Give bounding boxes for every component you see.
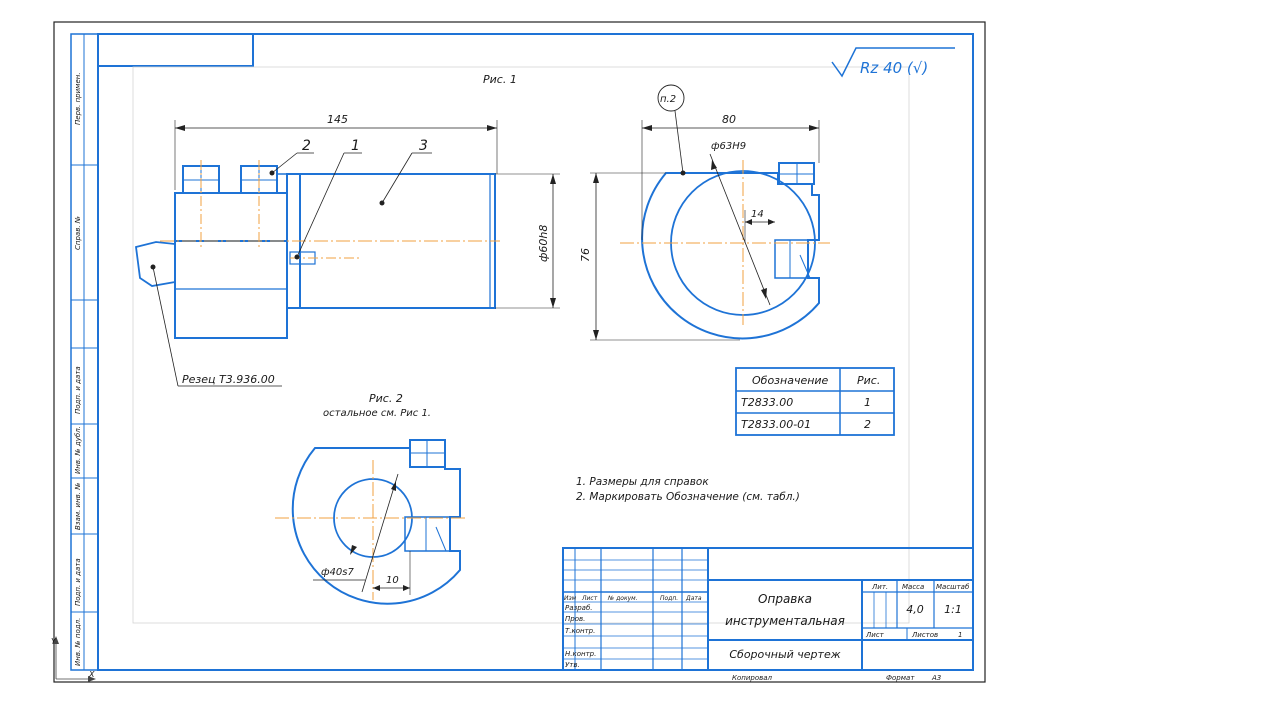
tb-sheets-value: 1 <box>958 631 962 639</box>
fig2-caption: Рис. 2 <box>369 392 403 405</box>
roughness-label: Rz 40 (√) <box>860 59 928 77</box>
cutter-label: Резец Т3.936.00 <box>182 373 275 386</box>
designation-table: Обозначение Рис. Т2833.00 1 Т2833.00-01 … <box>735 367 895 436</box>
tb-doc-type: Сборочный чертеж <box>729 648 840 661</box>
side-view-bubble-label: п.2 <box>660 94 676 105</box>
table-header-designation: Обозначение <box>752 374 829 387</box>
tb-col-date: Дата <box>685 595 702 602</box>
side-view-dim-slot: 14 <box>744 209 775 243</box>
side-strip-label-1: Перв. примен. <box>74 72 82 125</box>
side-view-bubble: п.2 <box>657 84 686 176</box>
table-row-2-fig: 2 <box>864 418 871 431</box>
side-strip-label-3: Подп. и дата <box>74 366 82 414</box>
side-strip-label-7: Инв. № подл. <box>74 618 82 666</box>
fig1-callout-1: 1 <box>294 138 362 260</box>
side-view-dim-width-value: 80 <box>722 113 736 126</box>
tb-format-label: Формат <box>886 674 915 682</box>
side-view-dim-height-value: 76 <box>579 248 592 262</box>
table-row-1-designation: Т2833.00 <box>741 396 793 409</box>
tb-role-ncontrol: Н.контр. <box>565 650 596 658</box>
fig1-callout-1-label: 1 <box>351 138 360 154</box>
table-header-fig: Рис. <box>857 374 880 387</box>
fig1-dim-length: 145 <box>174 113 498 190</box>
axis-marker: Y X <box>51 636 96 682</box>
fig2-dim-bore-value: ф40s7 <box>321 567 354 578</box>
tb-scale-value: 1:1 <box>944 603 962 616</box>
tb-name-line1: Оправка <box>758 592 812 606</box>
fig2-dim-slot-value: 10 <box>386 575 399 586</box>
side-strip-label-5: Взам. инв. № <box>74 482 82 530</box>
top-left-box <box>98 34 254 67</box>
side-strip-label-6: Подп. и дата <box>74 558 82 606</box>
fig2-body <box>275 439 468 605</box>
tb-name-line2: инструментальная <box>725 614 845 628</box>
tb-role-check: Пров. <box>565 615 585 623</box>
axis-x-label: X <box>88 670 95 679</box>
note-2: 2. Маркировать Обозначение (см. табл.) <box>576 491 800 503</box>
tb-col-izm: Изм <box>564 595 577 602</box>
side-view-dim-height: 76 <box>579 172 740 341</box>
side-view-body <box>620 160 830 340</box>
table-row-2-designation: Т2833.00-01 <box>741 418 811 431</box>
tb-col-list: Лист <box>581 595 598 602</box>
fig1-dim-length-value: 145 <box>327 113 348 126</box>
tb-role-tcontrol: Т.контр. <box>565 627 595 635</box>
side-strip-label-4: Инв. № дубл. <box>74 426 82 474</box>
fig1-caption: Рис. 1 <box>483 73 517 86</box>
side-view-dim-bore-value: ф63Н9 <box>711 141 746 152</box>
tb-scale-label: Масштаб <box>936 583 970 591</box>
side-view-dim-bore: ф63Н9 <box>709 141 771 306</box>
note-1: 1. Размеры для справок <box>576 476 709 488</box>
tb-col-sign: Подп. <box>660 595 678 602</box>
drawing-area <box>132 66 910 624</box>
table-row-1-fig: 1 <box>864 396 871 409</box>
tb-role-approve: Утв. <box>565 661 580 669</box>
fig2-dim-slot: 10 <box>373 551 411 595</box>
tb-format-value: А3 <box>931 674 941 682</box>
fig1-callout-2: 2 <box>269 138 314 176</box>
tb-col-doc: № докум. <box>607 595 638 602</box>
tb-sheets-label: Листов <box>911 631 938 639</box>
tb-mass-label: Масса <box>902 583 924 591</box>
tb-copied: Копировал <box>732 674 773 682</box>
side-view-dim-width: 80 <box>641 113 820 240</box>
fig1-callout-3-label: 3 <box>419 138 428 154</box>
fig1-dim-diameter: ф60h8 <box>495 173 560 309</box>
tb-role-develop: Разраб. <box>565 604 593 612</box>
fig2-subcaption: остальное см. Рис 1. <box>323 408 431 419</box>
sheet-inner-frame <box>97 33 974 671</box>
axis-y-label: Y <box>51 637 57 646</box>
side-strip-label-2: Справ. № <box>74 216 82 250</box>
fig1-callout-2-label: 2 <box>302 138 311 154</box>
fig1-body <box>135 160 500 339</box>
tb-sheet-label: Лист <box>865 631 885 639</box>
title-block: Изм Лист № докум. Подп. Дата Разраб. Про… <box>562 547 974 671</box>
sheet-outer-frame <box>53 21 986 683</box>
fig1-callout-3: 3 <box>379 138 432 206</box>
fig2-dim-bore: ф40s7 <box>313 473 399 593</box>
cutter-callout: Резец Т3.936.00 <box>150 264 282 387</box>
fig1-dim-diameter-value: ф60h8 <box>537 225 550 262</box>
roughness-symbol: Rz 40 (√) <box>831 47 955 78</box>
tb-mass-value: 4,0 <box>906 603 924 616</box>
side-view-dim-slot-value: 14 <box>751 209 764 220</box>
tb-lit-label: Лит. <box>871 583 888 591</box>
